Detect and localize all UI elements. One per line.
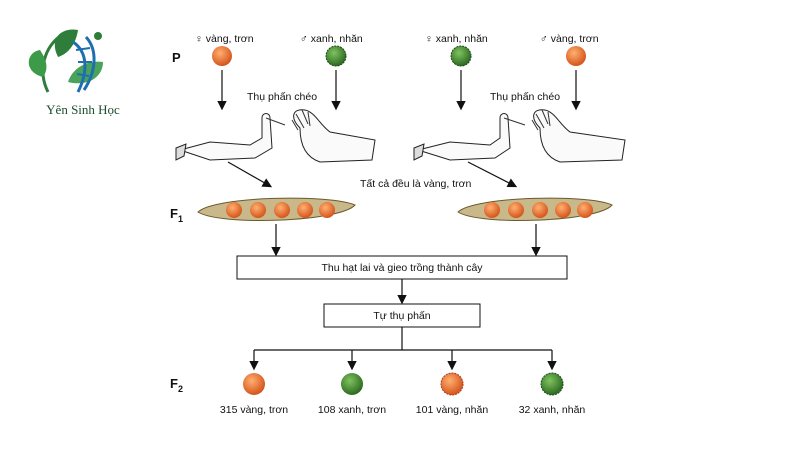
arrow-to-pod-left [227,161,273,188]
f2-label-3: 101 vàng, nhăn [416,404,489,416]
parent-seed-yellow-smooth-2 [566,46,586,66]
pea-pod-left [197,197,356,221]
f2-seed-green-smooth [341,373,363,395]
cross-label-right: Thụ phấn chéo [490,91,560,103]
f2-label-1: 315 vàng, trơn [220,404,288,416]
parent-label-female-1: ♀ vàng, trơn [195,33,254,45]
f2-label-4: 32 xanh, nhăn [519,404,586,416]
f2-seed-green-wrinkled [540,372,564,396]
pod-seed [297,202,313,218]
pod-seed [532,202,548,218]
parent-label-male-2: ♂ vàng, trơn [540,33,599,45]
f2-seed-yellow-wrinkled [440,372,464,396]
pod-seed [250,202,266,218]
gen-label-p: P [172,50,181,65]
pod-seed [226,202,242,218]
brand-name: Yên Sinh Học [46,102,120,117]
flower-cross-left [175,109,376,163]
parent-label-male-1: ♂ xanh, nhăn [300,33,363,45]
pod-seed [577,202,593,218]
f2-label-2: 108 xanh, trơn [318,404,386,416]
pod-seed [319,202,335,218]
brand-logo: Yên Sinh Học [18,22,128,122]
pod-seed [484,202,500,218]
pod-seed [508,202,524,218]
pod-seed [274,202,290,218]
step-collect-text: Thu hạt lai và gieo trồng thành cây [321,262,483,274]
f1-result-text: Tất cả đều là vàng, trơn [360,178,472,190]
gen-label-f1: F1 [170,206,183,224]
arrow-to-pod-right [467,161,518,188]
parent-seed-yellow-smooth-1 [212,46,232,66]
pea-pod-right [457,197,613,221]
parent-seed-green-wrinkled-1 [325,45,347,67]
pod-seed [555,202,571,218]
parent-seed-green-wrinkled-2 [450,45,472,67]
parent-label-female-2: ♀ xanh, nhăn [425,33,488,45]
cross-label-left: Thụ phấn chéo [247,91,317,103]
gen-label-f2: F2 [170,376,183,394]
flower-cross-right [413,109,626,163]
dna-leaf-icon [28,29,103,93]
step-self-text: Tự thụ phấn [373,310,430,322]
f2-seed-yellow-smooth [243,373,265,395]
